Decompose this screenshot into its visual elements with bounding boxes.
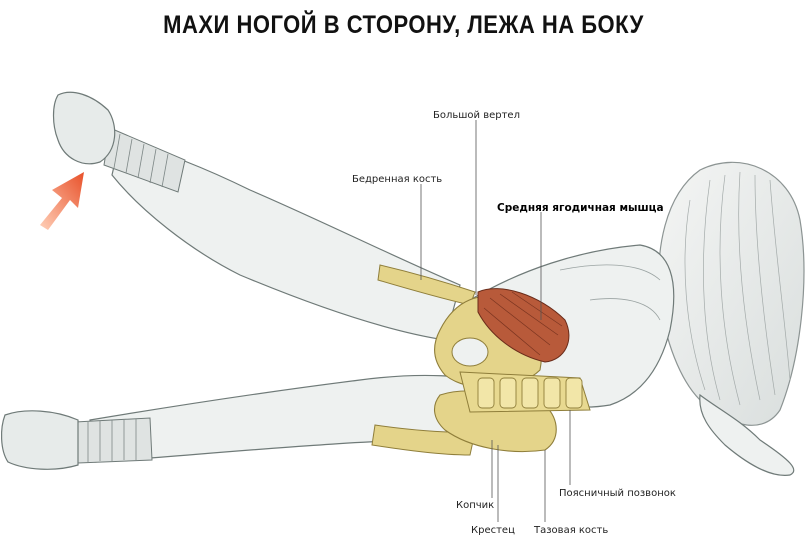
label-sacrum: Крестец: [471, 525, 515, 536]
leader-lines: [420, 120, 571, 522]
label-lumbar-vertebra: Поясничный позвонок: [559, 488, 676, 499]
arm: [699, 393, 795, 476]
raised-leg: [52, 91, 461, 341]
movement-arrow-icon: [40, 172, 84, 230]
label-greater-trochanter: Большой вертел: [433, 110, 520, 121]
gluteus-medius-muscle: [477, 288, 570, 363]
page-title: МАХИ НОГОЙ В СТОРОНУ, ЛЕЖА НА БОКУ: [163, 10, 644, 39]
label-gluteus-medius: Средняя ягодичная мышца: [497, 202, 664, 214]
hair: [658, 161, 805, 426]
label-femur: Бедренная кость: [352, 174, 443, 185]
lower-leg: [1, 374, 501, 470]
label-pelvis: Тазовая кость: [534, 525, 609, 536]
label-coccyx: Копчик: [456, 500, 495, 511]
